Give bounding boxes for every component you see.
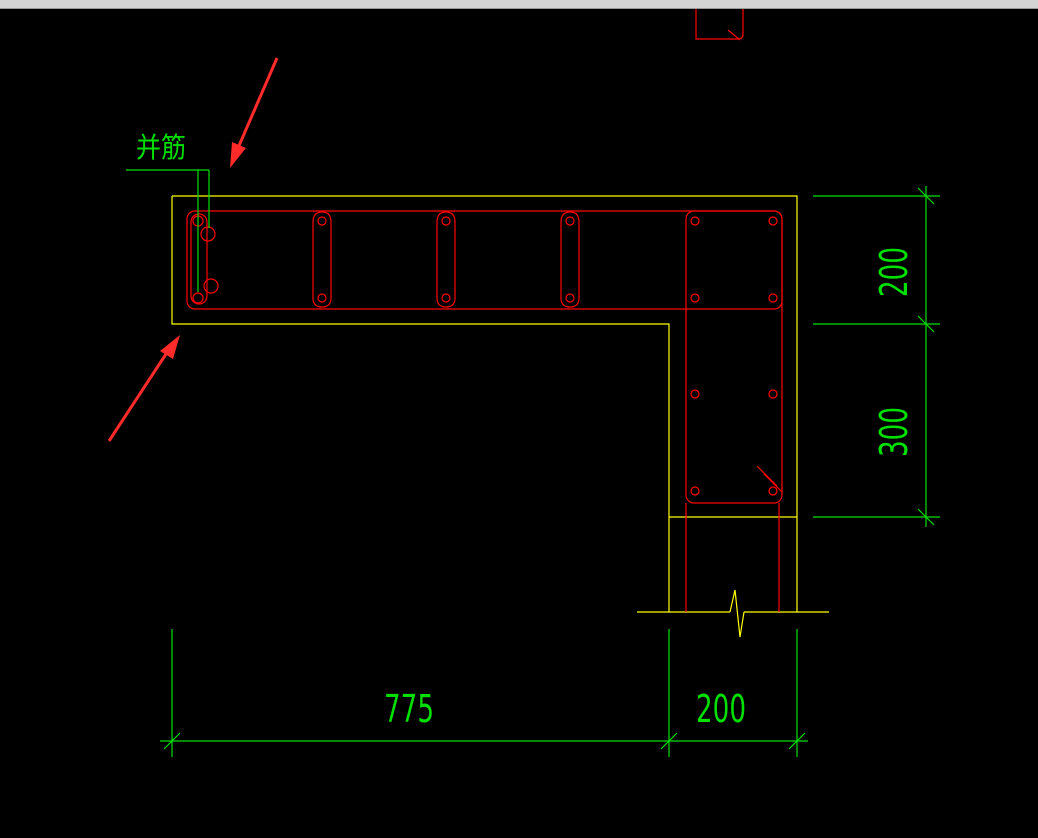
dimension-flange-height: 200 xyxy=(872,247,916,297)
dimension-web-extension: 300 xyxy=(872,407,916,457)
dimension-web-width: 200 xyxy=(696,687,746,731)
cad-drawing-canvas: 并筋 775 200 200 300 xyxy=(107,9,940,757)
right-dimension-lines xyxy=(813,186,940,527)
red-pointer-arrow-top xyxy=(230,57,279,168)
dimension-flange-width: 775 xyxy=(384,687,434,731)
rebar-note-leader xyxy=(126,169,210,292)
rebar-note-label: 并筋 xyxy=(136,131,186,164)
red-pointer-arrow-bottom xyxy=(107,335,180,442)
bottom-dimension-lines xyxy=(160,629,808,757)
concrete-outline xyxy=(171,195,829,638)
partial-top-element xyxy=(695,9,744,41)
rebar-cage xyxy=(186,210,783,612)
window-top-bar xyxy=(0,0,1038,9)
